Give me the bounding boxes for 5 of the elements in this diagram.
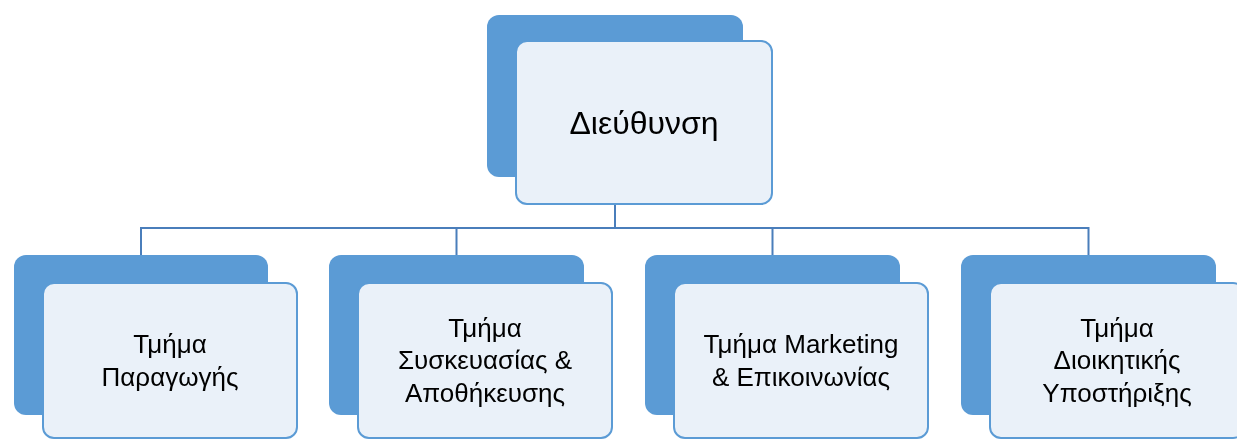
- node-label: Τμήμα Παραγωγής: [100, 328, 240, 393]
- node-label: Τμήμα Συσκευασίας & Αποθήκευσης: [396, 311, 574, 410]
- node-label: Τμήμα Marketing & Επικοινωνίας: [702, 328, 900, 393]
- node-label: Διεύθυνση: [569, 103, 719, 143]
- node-label: Τμήμα Διοικητικής Υποστήριξης: [1041, 311, 1193, 410]
